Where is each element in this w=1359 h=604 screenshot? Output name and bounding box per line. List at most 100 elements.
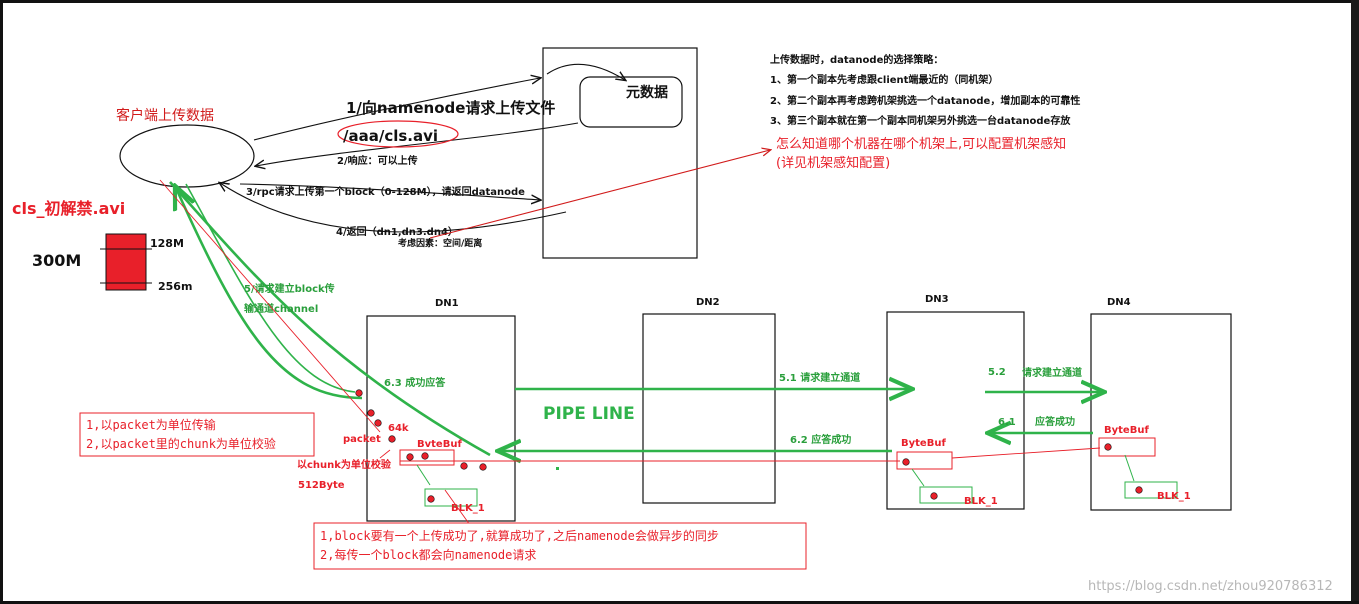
arrow-ack-6-3 <box>176 188 363 400</box>
dn4-dot <box>1104 443 1112 451</box>
dn3-blk-box <box>919 486 973 504</box>
arrow-step3 <box>239 183 540 200</box>
strategy-line-3: 3、第三个副本就在第一个副本同机架另外挑选一台datanode存放 <box>770 114 1071 127</box>
block-mark-128: 128M <box>150 237 184 250</box>
dn1-dot <box>479 463 487 471</box>
packet-note-box <box>79 412 315 457</box>
step5-label-1: 5/请求建立block传 <box>244 282 335 295</box>
file-size: 300M <box>32 251 81 270</box>
dn1-box <box>366 315 516 522</box>
step1-path: /aaa/cls.avi <box>343 127 438 145</box>
dn4-label: DN4 <box>1107 297 1131 308</box>
dn1-dot <box>355 389 363 397</box>
window-frame-right <box>1351 0 1359 604</box>
req-5-2-num: 5.2 <box>988 367 1006 378</box>
dn3-box <box>886 311 1025 510</box>
dn3-blk-dot <box>930 492 938 500</box>
req-5-2-label: 请求建立通道 <box>1022 366 1082 379</box>
dn1-label: DN1 <box>435 298 459 309</box>
req-5-1-label: 5.1 请求建立通道 <box>779 371 860 384</box>
dn4-bytebuf-box <box>1098 437 1156 457</box>
rack-note-pointer <box>429 150 770 239</box>
dn1-blk-connector <box>416 464 431 486</box>
dn4-blk-dot <box>1135 486 1143 494</box>
arrow-step2 <box>256 122 579 166</box>
path-highlight-ellipse <box>337 120 459 148</box>
step3-label: 3/rpc请求上传第一个block（0-128M），请返回datanode <box>246 185 525 198</box>
dn1-bytebuf-box <box>399 449 455 466</box>
client-ellipse <box>119 124 255 188</box>
dn3-bytebuf-label: ByteBuf <box>901 438 946 449</box>
dn1-dot <box>460 462 468 470</box>
dn3-label: DN3 <box>925 294 949 305</box>
window-frame-bottom <box>0 601 1359 604</box>
arrow-step1 <box>253 78 540 141</box>
dn1-dot <box>388 435 396 443</box>
arrow-ack-6-3-inner <box>185 183 356 393</box>
watermark: https://blog.csdn.net/zhou920786312 <box>1088 579 1333 594</box>
dn4-blk-box <box>1124 481 1178 499</box>
strategy-line-1: 1、第一个副本先考虑跟client端最近的（同机架） <box>770 73 998 86</box>
window-frame-left <box>0 0 3 604</box>
trace-chunk-pointer <box>379 449 391 459</box>
dn4-bytebuf-label: ByteBuf <box>1104 425 1149 436</box>
dn4-box <box>1090 313 1232 511</box>
ack-6-3-label: 6.3 成功应答 <box>384 376 446 389</box>
rack-note-2: (详见机架感知配置) <box>776 155 890 171</box>
block-note-box <box>313 522 807 570</box>
dn2-label: DN2 <box>696 297 720 308</box>
arrow-step5-request <box>169 181 491 457</box>
dn1-blk-box <box>424 488 478 507</box>
step2-label: 2/响应：可以上传 <box>337 154 418 167</box>
block-note-line-1: 1,block要有一个上传成功了,就算成功了,之后namenode会做异步的同步 <box>320 528 719 543</box>
dn1-bytebuf-label: BvteBuf <box>417 439 462 450</box>
dn1-dot <box>421 452 429 460</box>
packet-note-line-2: 2,以packet里的chunk为单位校验 <box>86 436 276 451</box>
trace-client-to-dn1 <box>159 179 381 433</box>
file-block-rect <box>105 233 147 291</box>
trace-dn3-to-dn4 <box>951 447 1101 459</box>
namenode-inner-arrow <box>546 63 625 80</box>
dn1-packet-label: packet <box>343 434 381 445</box>
pipe-line-label: PIPE LINE <box>543 404 635 424</box>
dn1-chunk-size-label: 512Byte <box>298 480 345 491</box>
dn1-dot <box>406 453 414 461</box>
metadata-box <box>579 76 683 128</box>
arrow-step4 <box>220 183 567 233</box>
step4-label: 4/返回（dn1,dn3.dn4） <box>336 225 458 238</box>
dn1-dot <box>367 409 375 417</box>
step1-label: 1/向namenode请求上传文件 <box>346 99 555 117</box>
block-note-line-2: 2,每传一个block都会向namenode请求 <box>320 547 536 562</box>
dn2-box <box>642 313 776 504</box>
step5-label-2: 输通道channel <box>244 302 318 315</box>
strategy-title: 上传数据时，datanode的选择策略： <box>770 53 943 66</box>
dn1-dot <box>374 419 382 427</box>
dn1-64k-label: 64k <box>388 423 409 434</box>
dn4-blk-connector <box>1124 454 1135 482</box>
dn3-dot <box>902 458 910 466</box>
dn1-blk-label: BLK_1 <box>451 503 485 514</box>
window-frame-top <box>0 0 1359 3</box>
trace-to-block-note <box>444 489 471 526</box>
client-title: 客户端上传数据 <box>116 107 214 124</box>
dn3-bytebuf-box <box>896 451 953 470</box>
pipeline-dot <box>556 467 559 470</box>
dn1-blk-dot <box>427 495 435 503</box>
rack-note-1: 怎么知道哪个机器在哪个机架上,可以配置机架感知 <box>776 136 1066 152</box>
dn3-blk-label: BLK_1 <box>964 496 998 507</box>
packet-note-line-1: 1,以packet为单位传输 <box>86 417 216 432</box>
namenode-box <box>542 47 698 259</box>
ack-6-2-label: 6.2 应答成功 <box>790 433 851 446</box>
ack-6-1-label: 应答成功 <box>1035 415 1075 428</box>
metadata-label: 元数据 <box>626 84 668 101</box>
step4-note: 考虑因素：空间/距离 <box>398 237 482 249</box>
ack-6-1-num: 6.1 <box>998 417 1016 428</box>
strategy-line-2: 2、第二个副本再考虑跨机架挑选一个datanode，增加副本的可靠性 <box>770 94 1080 107</box>
dn1-chunk-check-label: 以chunk为单位校验 <box>297 458 392 471</box>
dn3-blk-connector <box>911 468 925 487</box>
file-name: cls_初解禁.avi <box>12 199 125 218</box>
block-mark-256: 256m <box>158 280 192 293</box>
dn4-blk-label: BLK_1 <box>1157 491 1191 502</box>
